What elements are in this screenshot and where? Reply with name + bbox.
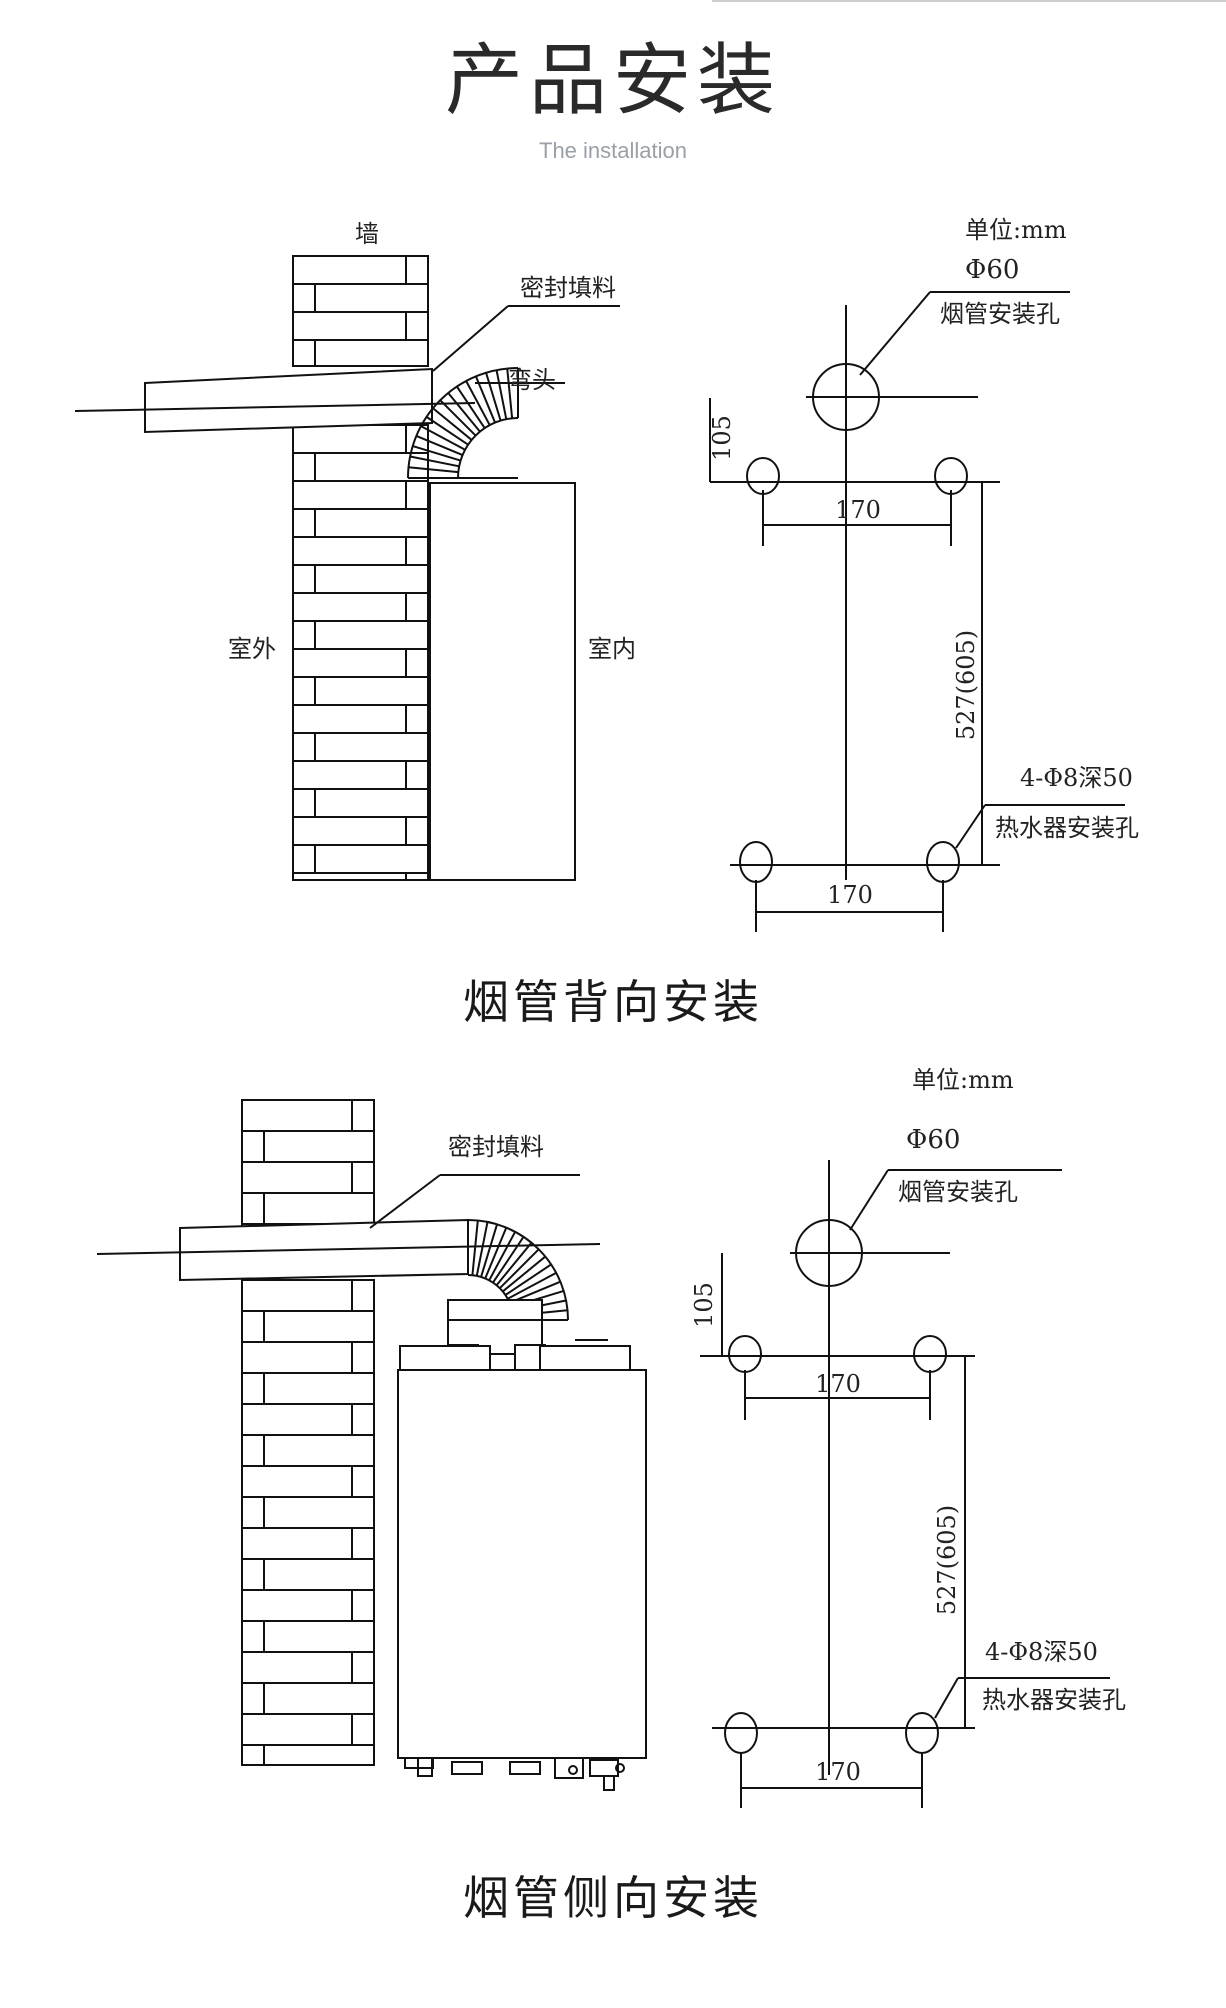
leader-lines <box>369 1174 580 1229</box>
brick-wall <box>241 1099 375 1766</box>
bolt-spec-label: 4-Φ8深50 <box>985 1638 1098 1666</box>
dimension-170-bottom: 170 <box>815 1758 861 1786</box>
elbow-label: 弯头 <box>508 366 556 394</box>
seal-filler-label: 密封填料 <box>448 1133 544 1161</box>
page-subtitle: The installation <box>539 138 687 163</box>
flue-back-installation-diagram: 墙 密封填料 弯头 室外 室内 单位:mm Φ60 烟管安装孔 105 170 … <box>74 216 1139 932</box>
mounting-hole-drawing <box>709 291 1125 932</box>
dimension-527: 527(605) <box>952 630 980 740</box>
elbow-bend <box>467 1219 569 1321</box>
caption-back-installation: 烟管背向安装 <box>463 975 763 1029</box>
leader-lines <box>432 305 620 384</box>
flue-pipe <box>74 367 476 434</box>
brick-wall <box>292 255 429 881</box>
dimension-170-top: 170 <box>835 496 881 524</box>
dimension-170-top: 170 <box>815 1370 861 1398</box>
seal-filler-label: 密封填料 <box>520 274 616 302</box>
page-title: 产品安装 <box>444 36 781 126</box>
flue-hole-diameter: Φ60 <box>965 255 1019 285</box>
caption-side-installation: 烟管侧向安装 <box>463 1871 763 1925</box>
dimension-105: 105 <box>690 1282 718 1328</box>
outdoor-label: 室外 <box>228 635 276 663</box>
unit-label: 单位:mm <box>965 216 1067 244</box>
indoor-label: 室内 <box>588 635 636 663</box>
water-heater <box>397 1299 647 1791</box>
unit-label: 单位:mm <box>912 1066 1014 1094</box>
top-divider-line <box>712 0 1226 2</box>
water-heater-outline <box>429 482 576 881</box>
dimension-527: 527(605) <box>933 1505 961 1615</box>
elbow-bend <box>407 367 519 479</box>
dimension-170-bottom: 170 <box>827 881 873 909</box>
mounting-hole-drawing <box>700 1160 1110 1808</box>
flue-hole-label: 烟管安装孔 <box>898 1178 1018 1206</box>
bottom-valves <box>404 1757 625 1791</box>
wall-label: 墙 <box>355 220 379 248</box>
flue-side-installation-diagram: 密封填料 单位:mm Φ60 烟管安装孔 105 170 527(605) 4-… <box>96 1066 1126 1808</box>
heater-hole-label: 热水器安装孔 <box>982 1686 1126 1714</box>
dimension-105: 105 <box>708 415 736 461</box>
heater-hole-label: 热水器安装孔 <box>995 814 1139 842</box>
bolt-spec-label: 4-Φ8深50 <box>1020 764 1133 792</box>
flue-hole-label: 烟管安装孔 <box>940 300 1060 328</box>
flue-hole-diameter: Φ60 <box>906 1125 960 1155</box>
